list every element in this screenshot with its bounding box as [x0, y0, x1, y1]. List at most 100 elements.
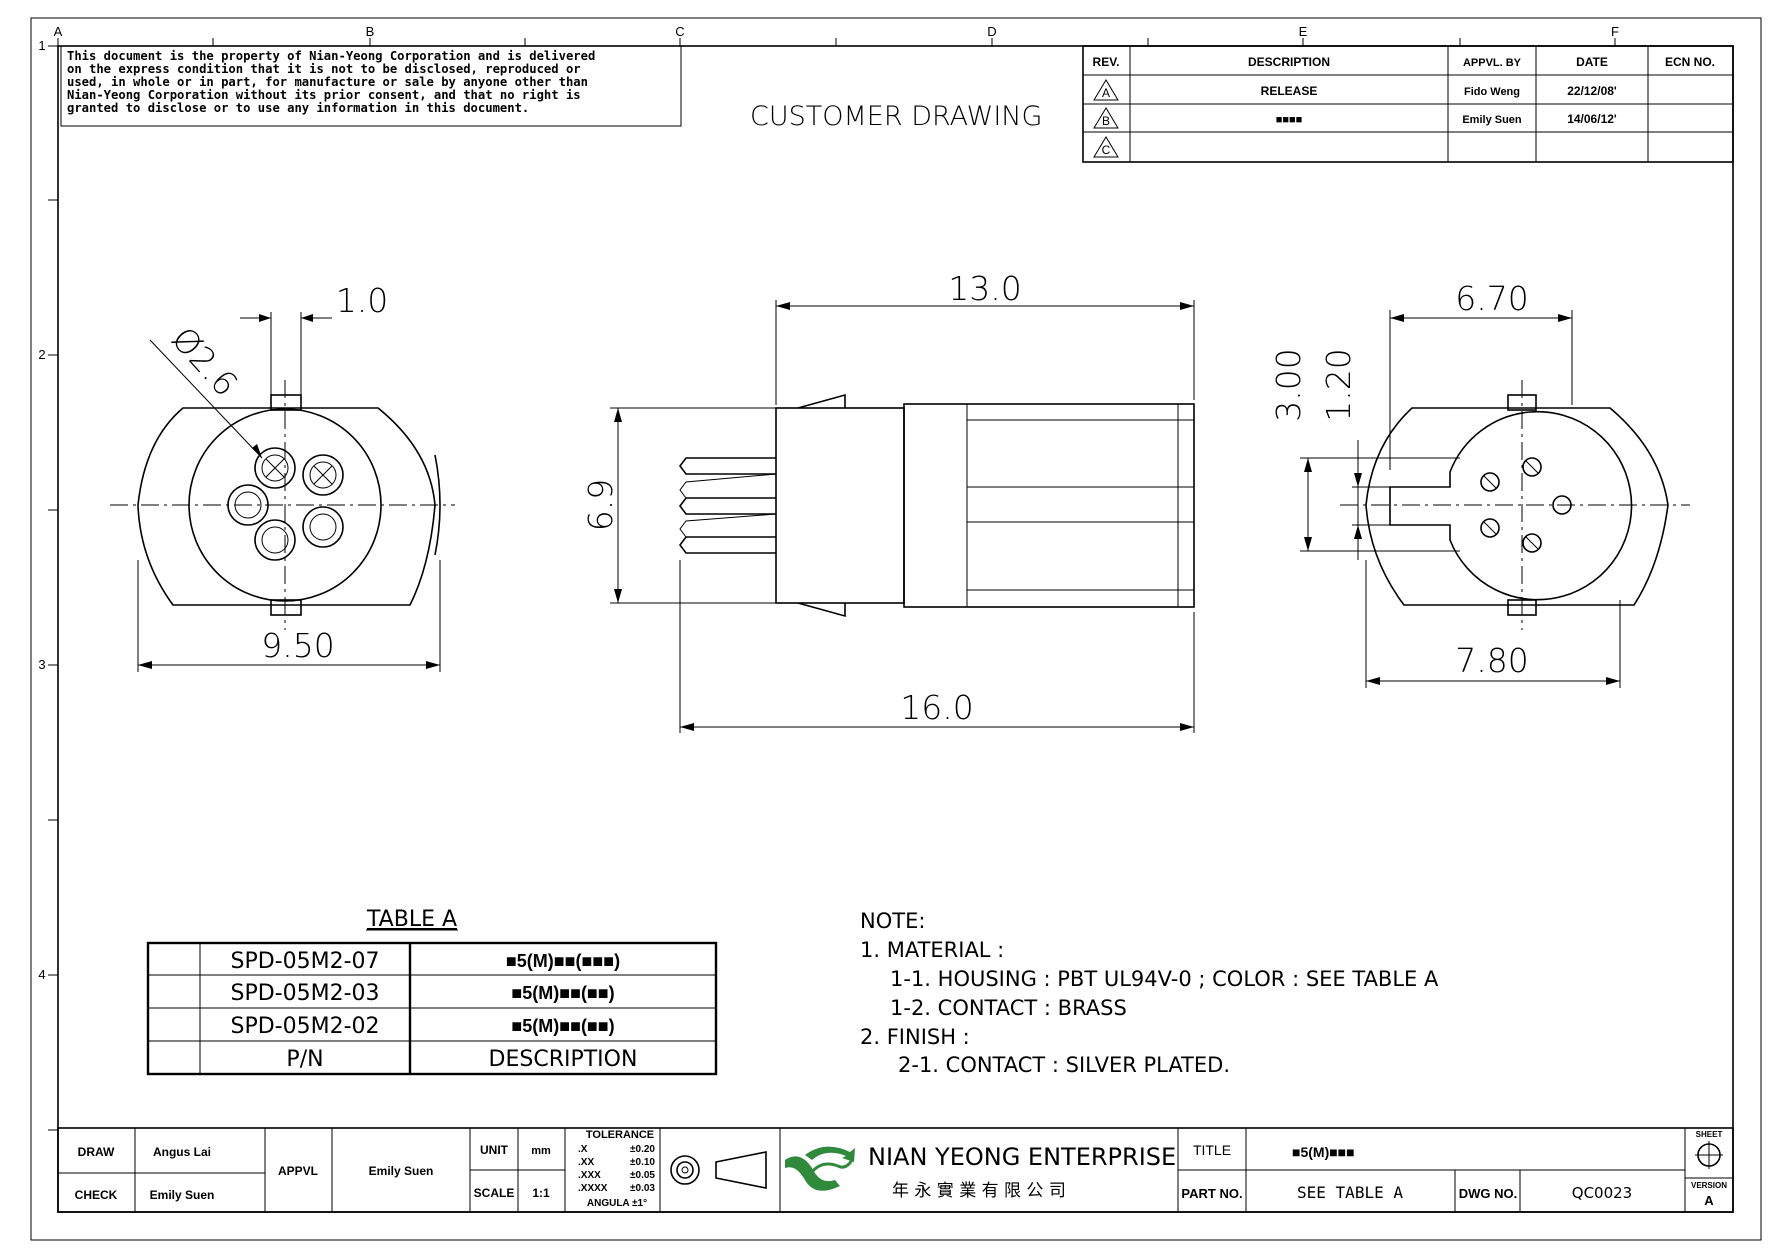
rev-a-label: A: [1102, 86, 1110, 100]
scale-value: 1:1: [532, 1186, 550, 1200]
ecn-header: ECN NO.: [1665, 55, 1715, 69]
version-label: VERSION: [1691, 1181, 1727, 1190]
notice-line: granted to disclose or to use any inform…: [67, 101, 529, 115]
zone-letter-b: B: [366, 24, 375, 39]
note-line: 2-1. CONTACT : SILVER PLATED.: [898, 1053, 1230, 1077]
rev-c-label: C: [1102, 143, 1111, 157]
desc-header: DESCRIPTION: [1248, 55, 1330, 69]
table-a-pn: SPD-05M2-03: [230, 981, 379, 1006]
title-label: TITLE: [1193, 1142, 1231, 1158]
company-logo-icon: [785, 1146, 855, 1191]
dim-front-key: 1.0: [336, 281, 388, 320]
rev-b-date: 14/06/12': [1567, 112, 1617, 126]
rev-a-date: 22/12/08': [1567, 84, 1617, 98]
check-value: Emily Suen: [150, 1188, 215, 1202]
dim-rear-top: 6.70: [1455, 279, 1528, 318]
company-name: NIAN YEONG ENTERPRISE: [868, 1143, 1176, 1171]
title-value: ■5(M)■■■: [1292, 1144, 1355, 1160]
table-a: TABLE A SPD-05M2-07 SPD-05M2-03 SPD-05M2…: [146, 907, 718, 1076]
tolerance-angula: ANGULA ±1°: [587, 1198, 647, 1209]
tolerance-key: .XX: [578, 1157, 594, 1168]
zone-letter-c: C: [675, 24, 684, 39]
dwg-label: DWG NO.: [1459, 1186, 1518, 1201]
tolerance-key: .XXX: [578, 1170, 601, 1181]
scale-label: SCALE: [474, 1186, 515, 1200]
dim-rear-bottom: 7.80: [1455, 641, 1528, 680]
zone-number-2: 2: [38, 347, 45, 362]
dim-side-total: 16.0: [900, 688, 973, 727]
rev-a-description: RELEASE: [1261, 84, 1318, 98]
tolerance-key: .X: [578, 1144, 588, 1155]
part-label: PART NO.: [1181, 1186, 1242, 1201]
dwg-value: QC0023: [1572, 1184, 1632, 1202]
unit-value: mm: [531, 1145, 551, 1157]
table-a-pn: SPD-05M2-07: [230, 949, 379, 974]
tolerance-value: ±0.05: [630, 1170, 655, 1181]
outer-border: [30, 17, 1762, 1241]
note-line: 1-1. HOUSING : PBT UL94V-0 ; COLOR : SEE…: [890, 967, 1439, 991]
company-chinese: 年 永 實 業 有 限 公 司: [892, 1181, 1066, 1201]
zone-letter-e: E: [1299, 24, 1308, 39]
tolerance-value: ±0.10: [630, 1157, 655, 1168]
confidentiality-notice: This document is the property of Nian-Ye…: [60, 45, 682, 127]
zone-number-1: 1: [38, 38, 45, 53]
table-a-pn-header: P/N: [286, 1047, 323, 1072]
dim-front-width: 9.50: [261, 626, 334, 665]
table-a-title: TABLE A: [366, 907, 457, 932]
version-value: A: [1704, 1193, 1714, 1208]
table-a-desc: ■5(M)■■(■■): [511, 983, 614, 1003]
note-line: NOTE:: [860, 909, 925, 933]
rev-header: REV.: [1093, 55, 1120, 69]
table-a-pn: SPD-05M2-02: [230, 1014, 379, 1039]
dim-rear-left-inner: 1.20: [1319, 348, 1358, 421]
rear-view: 6.70 3.00 1.20 7.80: [1269, 279, 1690, 688]
part-value: SEE TABLE A: [1297, 1183, 1403, 1202]
notice-line: This document is the property of Nian-Ye…: [67, 49, 595, 63]
sheet-label: SHEET: [1696, 1130, 1723, 1139]
zone-number-4: 4: [38, 967, 45, 982]
dim-side-height: 6.9: [581, 479, 620, 531]
tolerance-value: ±0.20: [630, 1144, 655, 1155]
zone-number-3: 3: [38, 657, 45, 672]
table-a-desc: ■5(M)■■(■■): [511, 1016, 614, 1036]
appvl-header: APPVL. BY: [1463, 57, 1522, 69]
notes: NOTE: 1. MATERIAL : 1-1. HOUSING : PBT U…: [860, 909, 1439, 1077]
unit-label: UNIT: [480, 1143, 509, 1157]
title-block: DRAW Angus Lai CHECK Emily Suen APPVL Em…: [57, 1127, 1734, 1213]
rev-b-approver: Emily Suen: [1462, 114, 1522, 126]
draw-label: DRAW: [78, 1145, 115, 1159]
date-header: DATE: [1576, 55, 1608, 69]
zone-markers: A B C D E F 1 2 3 4: [38, 24, 1619, 1131]
note-line: 1-2. CONTACT : BRASS: [890, 996, 1127, 1020]
revision-table: REV. DESCRIPTION APPVL. BY DATE ECN NO. …: [1082, 45, 1734, 163]
zone-letter-d: D: [987, 24, 996, 39]
note-line: 2. FINISH :: [860, 1025, 970, 1049]
table-a-desc-header: DESCRIPTION: [489, 1047, 638, 1072]
dim-rear-left-outer: 3.00: [1269, 348, 1308, 421]
zone-letter-f: F: [1611, 24, 1619, 39]
dim-front-diameter: Ø2.6: [164, 319, 245, 403]
dim-side-top: 13.0: [948, 269, 1021, 308]
check-label: CHECK: [75, 1188, 118, 1202]
tolerance-key: .XXXX: [578, 1183, 608, 1194]
notice-line: used, in whole or in part, for manufactu…: [67, 75, 588, 89]
zone-letter-a: A: [54, 24, 63, 39]
rev-b-description: ■■■■: [1276, 114, 1303, 126]
note-line: 1. MATERIAL :: [860, 938, 1004, 962]
notice-line: on the express condition that it is not …: [67, 62, 581, 76]
rev-b-label: B: [1102, 114, 1110, 128]
notice-line: Nian-Yeong Corporation without its prior…: [67, 88, 581, 102]
tolerance-title: TOLERANCE: [586, 1129, 654, 1141]
rev-a-approver: Fido Weng: [1464, 86, 1520, 98]
appvl-label: APPVL: [278, 1164, 318, 1178]
projection-symbol-icon: [670, 1151, 767, 1189]
sheet-symbol-icon: [1695, 1141, 1723, 1169]
appvl-value: Emily Suen: [369, 1164, 434, 1178]
front-view: 1.0 Ø2.6 9.50: [110, 281, 455, 672]
side-view: 13.0 6.9 16.0: [581, 269, 1195, 733]
drawing-title: CUSTOMER DRAWING: [750, 101, 1042, 132]
table-a-desc: ■5(M)■■(■■■): [506, 951, 620, 971]
draw-value: Angus Lai: [153, 1145, 211, 1159]
tolerance-value: ±0.03: [630, 1183, 655, 1194]
